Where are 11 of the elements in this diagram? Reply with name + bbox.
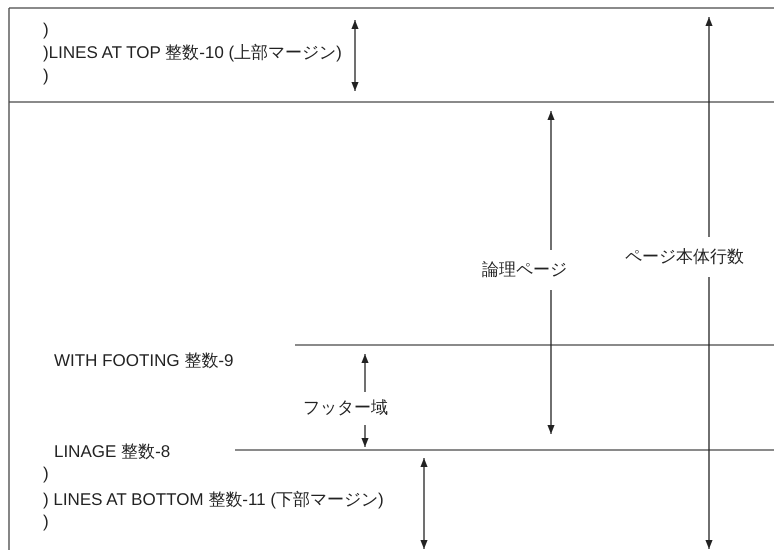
paren-mark: ) bbox=[43, 66, 49, 86]
paren-mark: ) bbox=[43, 20, 49, 40]
clause-label: WITH FOOTING 整数-9 bbox=[54, 351, 234, 371]
margin-label: )LINES AT TOP 整数-10 (上部マージン) bbox=[43, 43, 342, 63]
margin-label: ) LINES AT BOTTOM 整数-11 (下部マージン) bbox=[43, 490, 384, 510]
paren-mark: ) bbox=[43, 464, 49, 484]
dimension-label: 論理ページ bbox=[482, 260, 567, 280]
dimension-label: ページ本体行数 bbox=[625, 247, 744, 267]
clause-label: LINAGE 整数-8 bbox=[54, 442, 170, 462]
paren-mark: ) bbox=[43, 512, 49, 532]
dimension-label: フッター域 bbox=[303, 398, 388, 418]
